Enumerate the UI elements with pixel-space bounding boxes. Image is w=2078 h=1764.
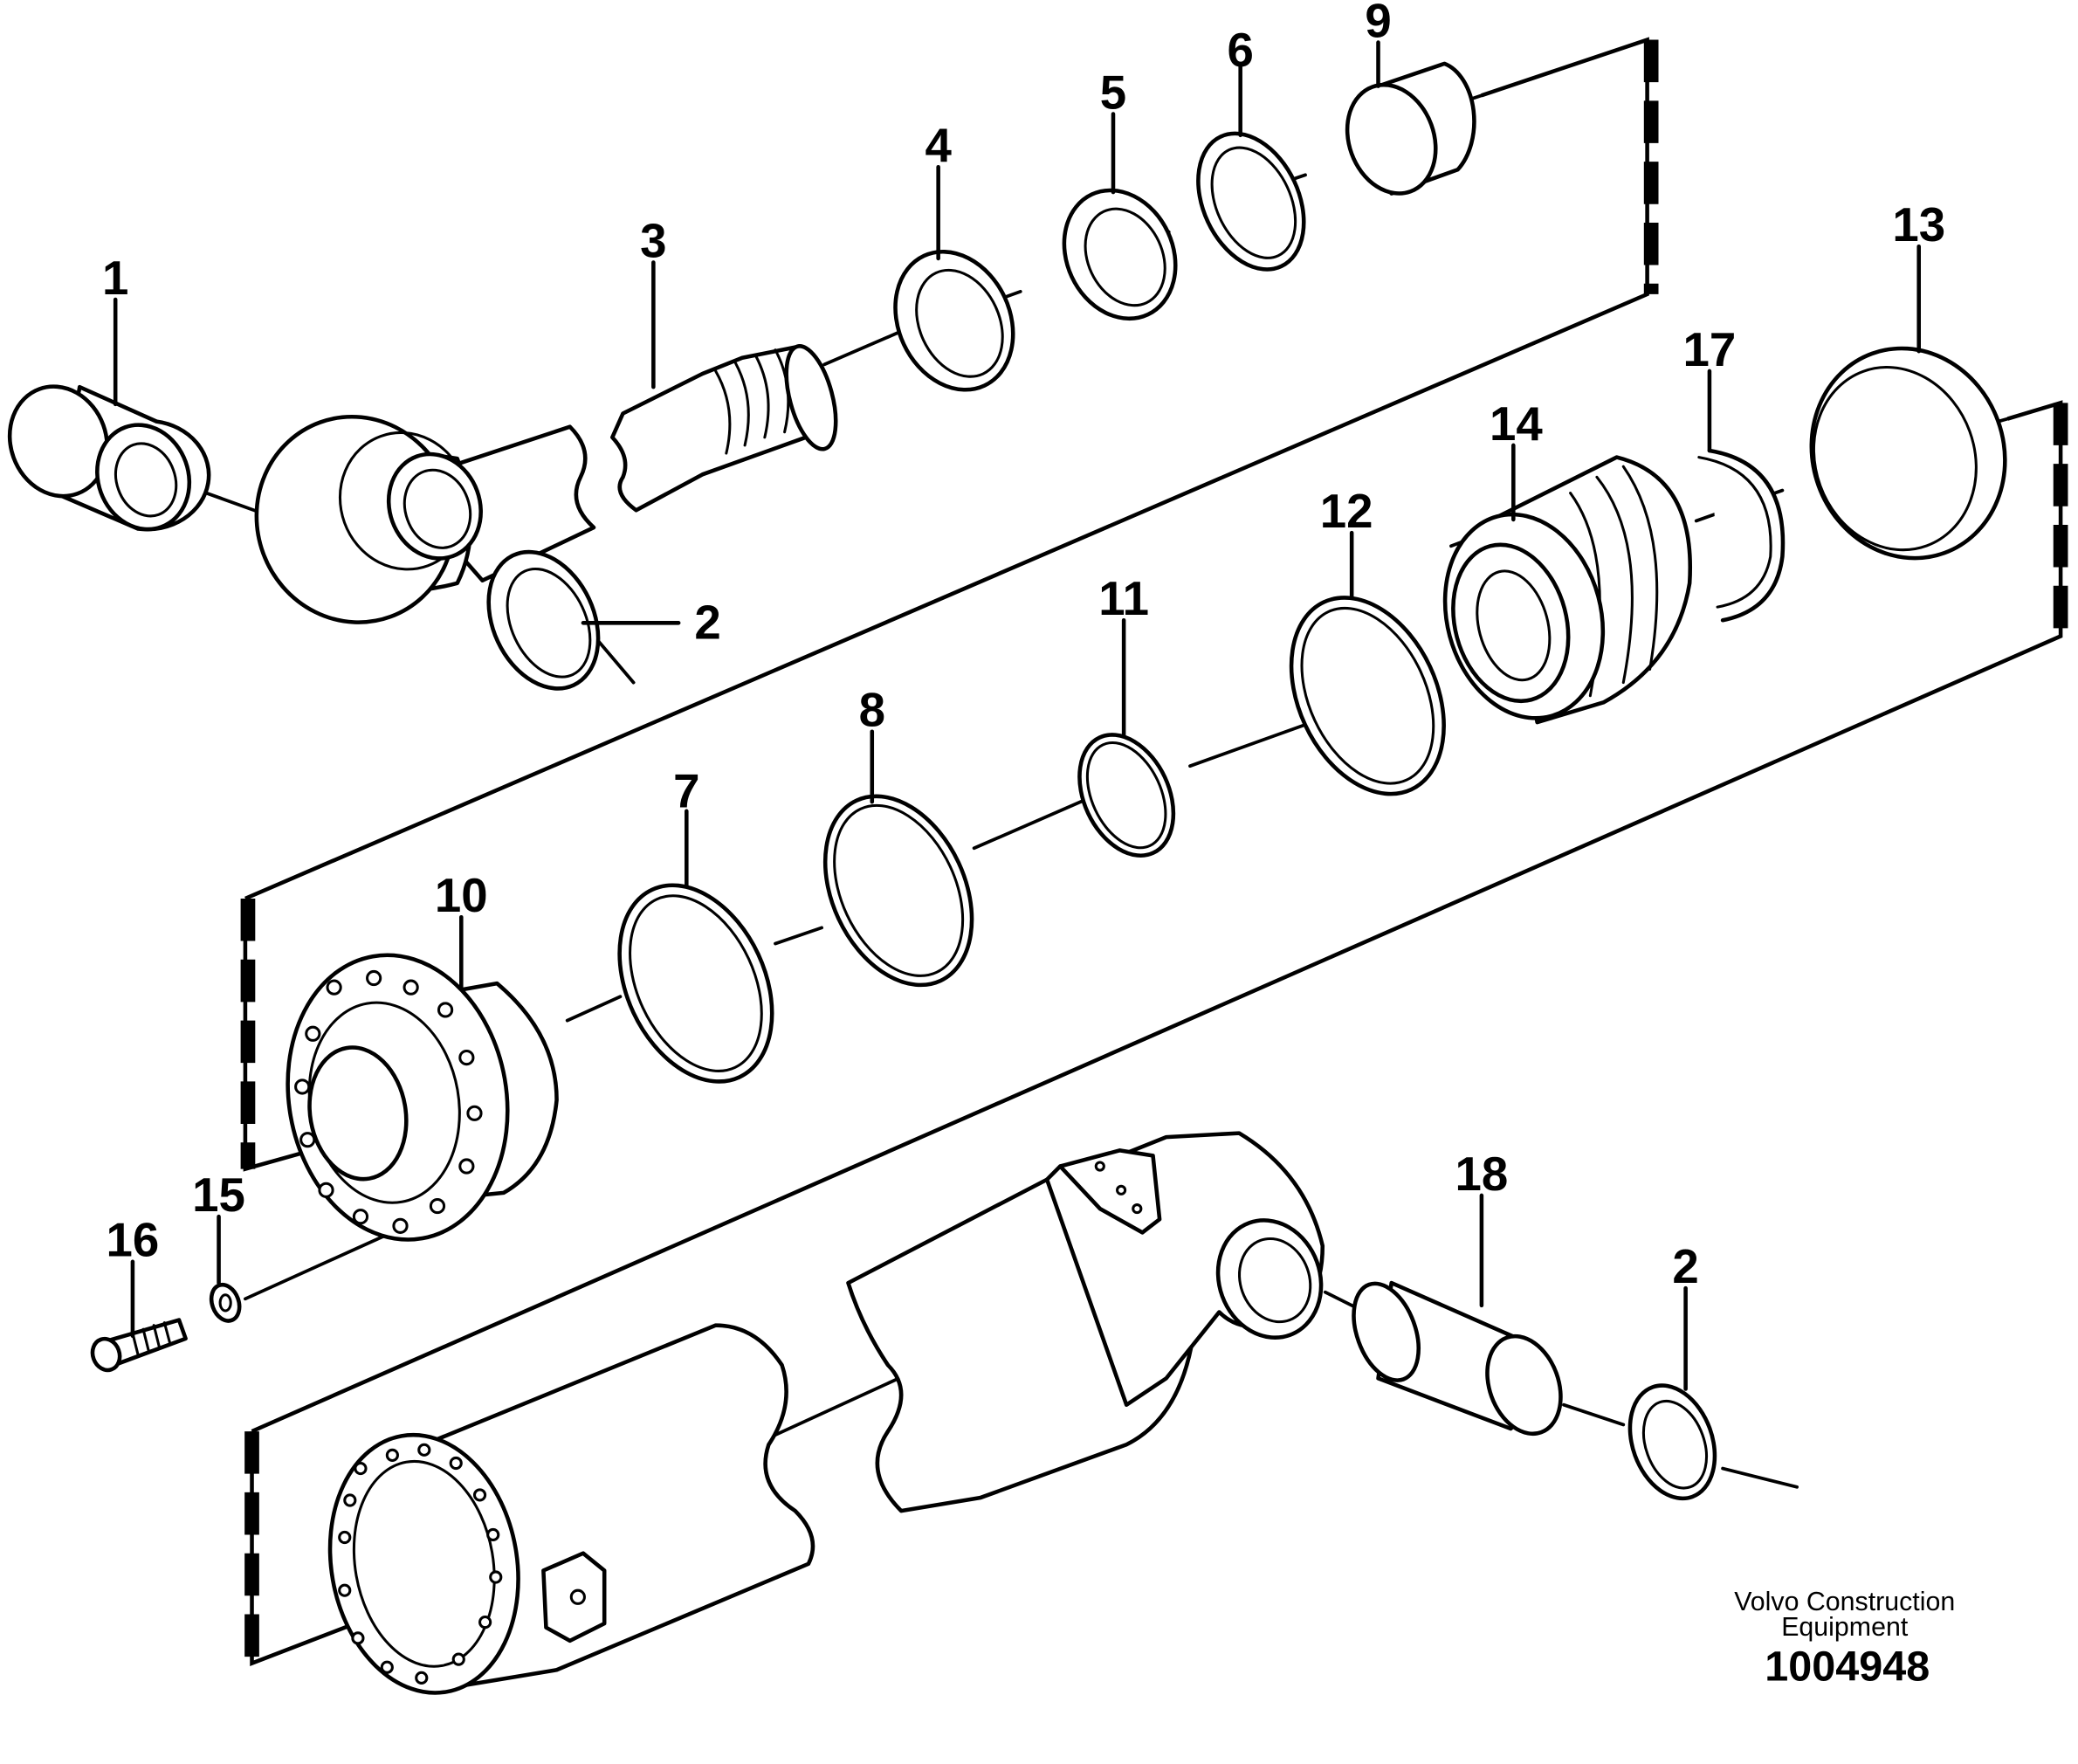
label-part-8: 8 bbox=[859, 684, 885, 737]
credit-line-1: Volvo Construction bbox=[1734, 1588, 1955, 1616]
tube-bolt-holes bbox=[338, 1443, 503, 1685]
part-16-screw bbox=[90, 1318, 188, 1373]
label-part-16: 16 bbox=[107, 1214, 160, 1267]
part-2-lower-wiper bbox=[1627, 1383, 1717, 1501]
leader-lines bbox=[113, 40, 1922, 1391]
head-bolt-holes bbox=[294, 969, 483, 1234]
label-part-15: 15 bbox=[192, 1168, 245, 1222]
label-part-2-upper: 2 bbox=[694, 596, 720, 650]
label-part-3: 3 bbox=[640, 214, 666, 267]
label-part-11: 11 bbox=[1098, 572, 1149, 625]
part-2-upper-wiper bbox=[486, 549, 601, 691]
label-part-10: 10 bbox=[435, 869, 488, 922]
credit-line-2: Equipment bbox=[1781, 1613, 1909, 1642]
part-8-seal-ring bbox=[822, 794, 974, 988]
part-6-seal bbox=[1196, 131, 1306, 272]
label-part-17: 17 bbox=[1683, 323, 1737, 376]
label-part-13: 13 bbox=[1892, 198, 1945, 252]
credit-block: Volvo Construction Equipment 1004948 bbox=[1734, 1588, 1955, 1690]
cylinder-tube bbox=[327, 1131, 1325, 1695]
document-number: 1004948 bbox=[1765, 1643, 1930, 1690]
part-5-seal bbox=[1062, 188, 1178, 321]
part-17-snap-ring bbox=[1697, 448, 1786, 623]
part-11-o-ring bbox=[1077, 733, 1176, 858]
part-14-piston bbox=[1442, 455, 1693, 725]
label-part-2-lower: 2 bbox=[1672, 1240, 1698, 1293]
label-part-4: 4 bbox=[925, 119, 952, 172]
part-12-ring bbox=[1289, 596, 1446, 796]
part-4-seal bbox=[893, 249, 1015, 392]
lower-frame bbox=[244, 1431, 356, 1666]
label-part-12: 12 bbox=[1320, 485, 1373, 538]
middle-frame bbox=[240, 400, 2068, 1434]
label-part-1: 1 bbox=[102, 252, 128, 305]
label-part-9: 9 bbox=[1365, 0, 1391, 47]
part-3-rod-end bbox=[610, 344, 838, 513]
label-part-14: 14 bbox=[1490, 397, 1543, 451]
part-15-washer bbox=[209, 1282, 242, 1323]
label-part-5: 5 bbox=[1100, 65, 1126, 119]
upper-frame bbox=[244, 37, 1659, 901]
piston-rod-eye bbox=[254, 414, 596, 624]
part-7-seal-ring bbox=[617, 883, 774, 1084]
part-9-bushing bbox=[1345, 61, 1476, 196]
part-18-bushing bbox=[1352, 1280, 1563, 1437]
label-part-6: 6 bbox=[1227, 24, 1253, 77]
label-part-18: 18 bbox=[1455, 1147, 1509, 1201]
part-number-labels: 1 2 3 4 5 6 7 8 9 10 11 12 13 14 15 16 1… bbox=[102, 0, 1945, 1293]
part-13-ring bbox=[1809, 346, 2007, 561]
part-1-bushing bbox=[7, 384, 211, 532]
part-10-cylinder-head bbox=[286, 953, 559, 1242]
label-part-7: 7 bbox=[673, 764, 699, 817]
